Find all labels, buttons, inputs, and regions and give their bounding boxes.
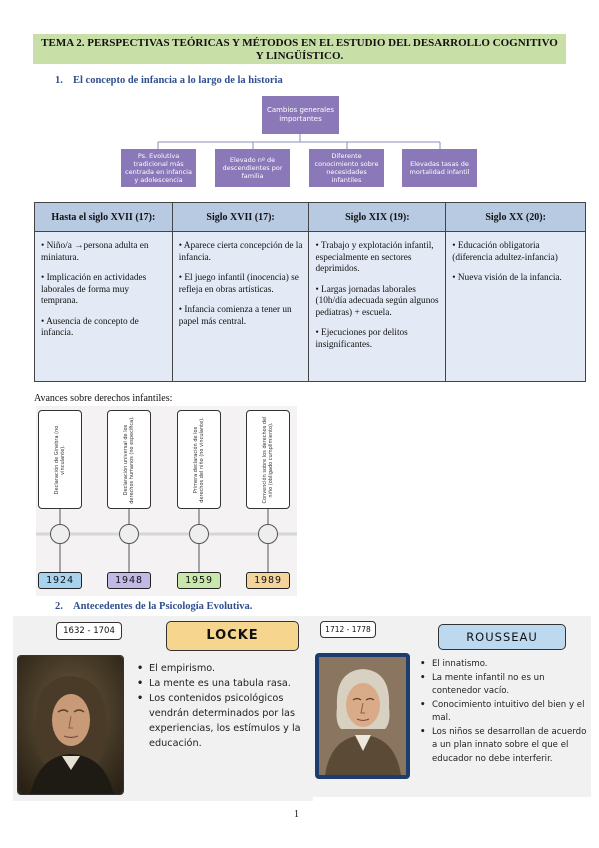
list-item: • Largas jornadas laborales (10h/día ade…	[315, 284, 439, 318]
section-1-heading: 1. El concepto de infancia a lo largo de …	[55, 75, 283, 86]
timeline-card-text: Declaración de Ginebra (no vinculante).	[54, 425, 66, 494]
section-2-number: 2.	[55, 601, 63, 612]
table-cell: • Niño/a →persona adulta en miniatura. •…	[34, 231, 173, 382]
diagram-node-4: Elevadas tasas de mortalidad infantil	[402, 149, 477, 187]
timeline-card-1924: Declaración de Ginebra (no vinculante).	[38, 410, 82, 509]
locke-portrait	[17, 655, 124, 795]
diagram-root-node: Cambios generales importantes	[262, 96, 339, 134]
diagram-node-1: Ps. Evolutiva tradicional más centrada e…	[121, 149, 196, 187]
table-header-cell: Hasta el siglo XVII (17):	[34, 202, 173, 232]
timeline-node	[50, 524, 70, 544]
rousseau-portrait	[315, 653, 410, 779]
page-title: TEMA 2. PERSPECTIVAS TEÓRICAS Y MÉTODOS …	[33, 34, 566, 64]
list-item: Conocimiento intuitivo del bien y el mal…	[420, 699, 588, 726]
timeline-card-1989: Convención sobre los derechos del niño (…	[246, 410, 290, 509]
timeline-lines	[36, 509, 297, 572]
timeline-year-badge: 1948	[107, 572, 151, 589]
timeline-year-badge: 1989	[246, 572, 290, 589]
page-number: 1	[294, 809, 299, 820]
table-cell: • Educación obligatoria (diferencia adul…	[445, 231, 586, 382]
rousseau-name: ROUSSEAU	[438, 624, 566, 650]
rights-timeline: Declaración de Ginebra (no vinculante). …	[36, 406, 297, 596]
list-item: La mente es una tabula rasa.	[137, 676, 307, 691]
list-item: • Niño/a →persona adulta en miniatura.	[41, 241, 149, 263]
rousseau-dates: 1712 - 1778	[320, 621, 376, 638]
locke-points: El empirismo. La mente es una tabula ras…	[137, 661, 307, 751]
section-2-heading: 2. Antecedentes de la Psicología Evolutiv…	[55, 601, 252, 612]
rousseau-panel: 1712 - 1778 ROUSSEAU El innatismo. La me…	[313, 616, 591, 797]
list-item: Los niños se desarrollan de acuerdo a un…	[420, 726, 588, 767]
list-item: • El juego infantil (inocencia) se refle…	[178, 273, 299, 295]
list-item: • Aparece cierta concepción de la infanc…	[178, 241, 303, 263]
list-item: Los contenidos psicológicos vendrán dete…	[137, 691, 307, 751]
list-item: • Nueva visión de la infancia.	[452, 273, 562, 283]
list-item: La mente infantil no es un contenedor va…	[420, 672, 588, 699]
table-row: • Niño/a →persona adulta en miniatura. •…	[34, 231, 586, 382]
list-item: • Implicación en actividades laborales d…	[41, 273, 147, 306]
timeline-card-text: Primera declaración de los derechos del …	[193, 416, 205, 503]
table-header-cell: Siglo XX (20):	[445, 202, 586, 232]
list-item: • Ejecuciones por delitos insignificante…	[315, 328, 408, 350]
list-item: • Educación obligatoria (diferencia adul…	[452, 241, 558, 263]
timeline-node	[189, 524, 209, 544]
diagram-node-3: Diferente conocimiento sobre necesidades…	[309, 149, 384, 187]
locke-dates: 1632 - 1704	[56, 622, 122, 640]
table-cell: • Aparece cierta concepción de la infanc…	[171, 231, 310, 382]
diagram-node-2: Elevado nº de descendientes por familia	[215, 149, 290, 187]
history-table: Hasta el siglo XVII (17): Siglo XVII (17…	[34, 202, 586, 382]
title-line-1: TEMA 2. PERSPECTIVAS TEÓRICAS Y MÉTODOS …	[41, 37, 558, 49]
section-2-title: Antecedentes de la Psicología Evolutiva.	[73, 601, 253, 612]
rousseau-points: El innatismo. La mente infantil no es un…	[420, 658, 588, 766]
table-header-cell: Siglo XVII (17):	[171, 202, 310, 232]
timeline-card-text: Declaración universal de los derechos hu…	[123, 415, 135, 504]
timeline-year-badge: 1959	[177, 572, 221, 589]
list-item: El innatismo.	[420, 658, 588, 672]
table-cell: • Trabajo y explotación infantil, especi…	[308, 231, 447, 382]
title-line-2: Y LINGÜÍSTICO.	[255, 50, 344, 62]
list-item: • Ausencia de concepto de infancia.	[41, 316, 139, 339]
locke-panel: 1632 - 1704 LOCKE El empirismo. La mente…	[13, 616, 313, 801]
locke-name: LOCKE	[166, 621, 299, 651]
timeline-card-1948: Declaración universal de los derechos hu…	[107, 410, 151, 509]
rights-label: Avances sobre derechos infantiles:	[34, 393, 173, 404]
table-header-cell: Siglo XIX (19):	[308, 202, 447, 232]
rousseau-portrait-image	[319, 657, 406, 775]
timeline-node	[258, 524, 278, 544]
list-item: • Trabajo y explotación infantil, especi…	[315, 241, 434, 274]
locke-portrait-image	[18, 656, 123, 794]
table-header-row: Hasta el siglo XVII (17): Siglo XVII (17…	[34, 202, 586, 232]
section-1-title: El concepto de infancia a lo largo de la…	[73, 75, 283, 86]
timeline-card-text: Convención sobre los derechos del niño (…	[262, 415, 274, 504]
timeline-node	[119, 524, 139, 544]
list-item: • Infancia comienza a tener un papel más…	[178, 305, 292, 327]
timeline-year-badge: 1924	[38, 572, 82, 589]
list-item: El empirismo.	[137, 661, 307, 676]
section-1-number: 1.	[55, 75, 63, 86]
timeline-card-1959: Primera declaración de los derechos del …	[177, 410, 221, 509]
